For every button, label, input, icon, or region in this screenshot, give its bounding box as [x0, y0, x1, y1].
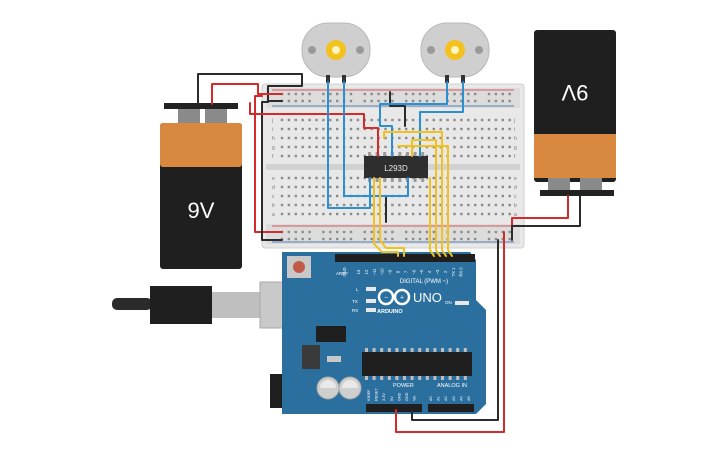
digital-pin-label: 4 — [427, 270, 432, 273]
row-letter: g — [272, 145, 275, 151]
wire-red-arduino-5v — [395, 231, 505, 433]
svg-text:ON: ON — [445, 300, 452, 305]
row-letter: h — [272, 136, 275, 142]
row-letter: e — [272, 176, 275, 182]
wire-black-arduino-gnd — [411, 239, 499, 421]
row-letter: d — [272, 185, 275, 191]
row-letter: b — [272, 203, 275, 209]
analog-label: ANALOG IN — [437, 383, 467, 389]
row-letter: j — [271, 118, 273, 124]
atmega-chip — [362, 352, 472, 376]
battery-left: 9V — [160, 103, 242, 269]
wires — [197, 73, 581, 433]
svg-text:+: + — [400, 295, 404, 302]
digital-header — [335, 254, 475, 262]
wire-yellow-1 — [373, 177, 399, 257]
led-l — [366, 287, 376, 291]
analog-pin-label: A5 — [467, 396, 471, 401]
power-pin-label: GND — [397, 392, 401, 401]
power-pin-label: IOREF — [367, 389, 371, 401]
power-pin-label: GND — [405, 392, 409, 401]
analog-pin-label: A0 — [429, 396, 433, 401]
gnd-pin-label: GND — [342, 267, 347, 276]
digital-pin-label: ~5 — [419, 269, 424, 274]
svg-text:RX: RX — [352, 308, 358, 313]
wire-black-chip-gnd-top — [389, 91, 406, 127]
svg-text:−: − — [384, 295, 388, 302]
row-letter: j — [513, 118, 515, 124]
digital-pin-label: TX 1 — [451, 267, 456, 277]
analog-pin-label: A4 — [459, 396, 463, 401]
wire-black-left-rail — [261, 101, 283, 241]
analog-header — [428, 404, 474, 412]
motor-left — [301, 22, 371, 83]
row-letter: b — [514, 203, 517, 209]
row-letter: f — [272, 154, 274, 160]
digital-pin-label: 2 — [443, 270, 448, 273]
motor-right — [420, 22, 490, 83]
brand-label: ARDUINO — [377, 309, 403, 315]
battery-right: 9V — [534, 30, 616, 196]
digital-pin-label: 8 — [396, 270, 401, 273]
digital-label: DIGITAL (PWM ~) — [400, 279, 448, 285]
row-letter: i — [514, 127, 515, 133]
row-letter: c — [514, 194, 517, 200]
power-pin-label: RESET — [375, 388, 379, 401]
analog-pin-label: A3 — [452, 396, 456, 401]
digital-pin-label: 7 — [403, 270, 408, 273]
power-pin-label: Vin — [413, 396, 417, 401]
digital-pin-label: ~10 — [380, 268, 385, 276]
row-letter: a — [514, 212, 517, 218]
row-letter: h — [514, 136, 517, 142]
digital-pin-label: ~9 — [388, 269, 393, 274]
usb-plug — [150, 286, 212, 324]
wire-yellow-2 — [379, 177, 405, 257]
wire-red-left-rail — [254, 95, 283, 233]
svg-text:TX: TX — [352, 299, 358, 304]
digital-pin-label: ~11 — [372, 268, 377, 275]
power-pin-label: 5V — [390, 396, 394, 401]
svg-text:L: L — [356, 287, 359, 292]
usb-chip — [316, 326, 346, 342]
wire-yellow-6 — [429, 177, 435, 257]
wire-blue-motor-right-b — [419, 81, 464, 157]
power-label: POWER — [393, 383, 414, 389]
wire-yellow-4 — [397, 145, 453, 257]
usb-cable — [112, 298, 152, 310]
wire-yellow-5 — [411, 139, 441, 257]
uno-logo: UNO — [413, 290, 442, 305]
row-letter: a — [272, 212, 275, 218]
row-letter: d — [514, 185, 517, 191]
row-letter: f — [514, 154, 516, 160]
wire-red-battery-left — [211, 83, 283, 105]
row-letter: i — [272, 127, 273, 133]
chip-label: L293D — [384, 164, 408, 173]
battery-left-label: 9V — [188, 198, 215, 223]
wire-red-chip-vcc — [249, 102, 379, 157]
row-letter: c — [272, 194, 275, 200]
bottom-power-rail — [266, 224, 520, 244]
row-letter: e — [514, 176, 517, 182]
digital-pin-label: 12 — [364, 269, 369, 274]
wire-black-battery-right — [511, 195, 581, 241]
digital-pin-label: 13 — [356, 269, 361, 274]
led-rx — [366, 308, 376, 312]
wire-yellow-3 — [383, 131, 447, 257]
battery-right-label: 9V — [561, 80, 588, 105]
svg-text:AREF: AREF — [336, 271, 348, 276]
power-pin-label: 3.3V — [382, 393, 386, 401]
digital-pin-label: ~3 — [435, 269, 440, 274]
power-header — [366, 404, 422, 412]
wire-blue-motor-left-b — [343, 81, 409, 197]
analog-pin-label: A1 — [437, 396, 441, 401]
row-letter: g — [514, 145, 517, 151]
led-tx — [366, 299, 376, 303]
arduino-logo-icon: − + — [377, 288, 411, 306]
analog-pin-label: A2 — [444, 396, 448, 401]
wire-blue-motor-left-a — [327, 81, 371, 209]
digital-pin-label: ~6 — [411, 269, 416, 274]
digital-pin-label: RX 0 — [459, 267, 464, 277]
